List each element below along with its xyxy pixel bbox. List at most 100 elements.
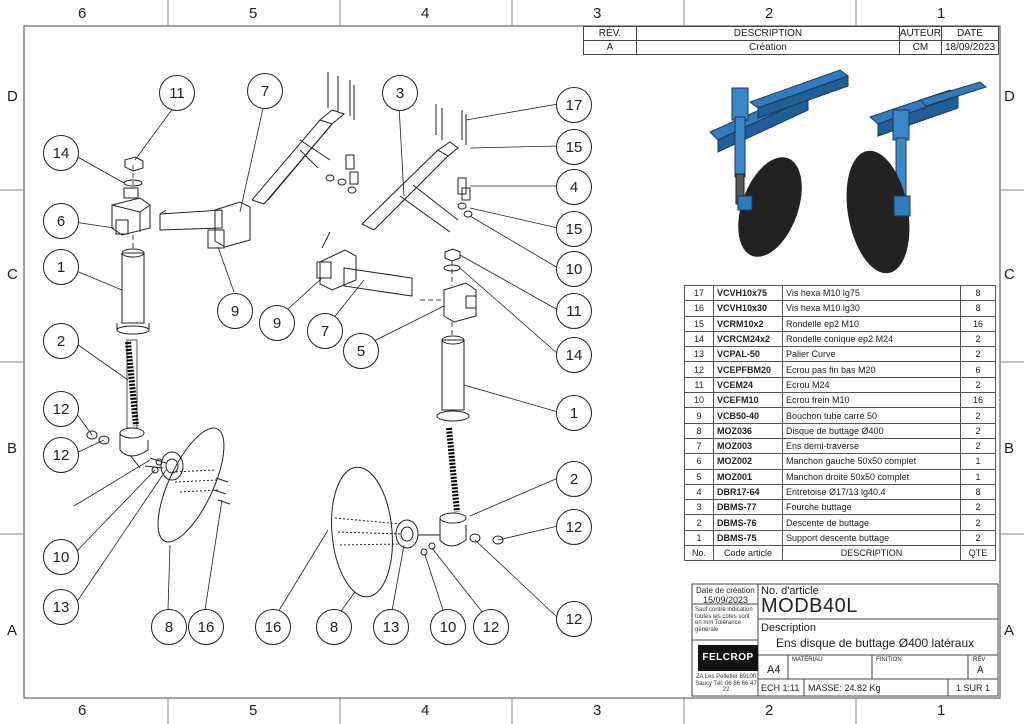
balloon-number: 15 [565, 138, 583, 156]
balloon-number: 13 [382, 618, 400, 636]
zone-col-label: 3 [593, 5, 602, 22]
rev-cell: CM [898, 40, 943, 55]
bom-header: QTE [960, 545, 996, 562]
rev-label: RÉV [973, 657, 986, 663]
item-balloon: 15 [556, 211, 592, 247]
scale: ECH 1:11 [761, 683, 800, 693]
balloon-number: 9 [272, 314, 282, 332]
sheet-number: 1 SUR 1 [956, 683, 991, 693]
zone-row-label: D [7, 88, 18, 105]
item-balloon: 1 [556, 395, 592, 431]
item-balloon: 12 [43, 391, 79, 427]
zone-col-label: 5 [249, 5, 258, 22]
balloon-number: 12 [482, 618, 500, 636]
zone-row-label: D [1004, 88, 1015, 105]
tolerance-note: Sauf contre indication toutes les cotes … [695, 607, 753, 633]
zone-row-label: A [7, 622, 18, 639]
item-balloon: 12 [556, 601, 592, 637]
item-balloon: 17 [556, 87, 592, 123]
zone-col-label: 1 [937, 702, 946, 719]
right-tube-1 [436, 335, 470, 422]
item-balloon: 8 [316, 609, 352, 645]
balloon-number: 3 [395, 84, 405, 102]
zone-row-label: A [1004, 622, 1015, 639]
item-balloon: 14 [43, 135, 79, 171]
left-arm-bolts [325, 72, 359, 194]
balloon-number: 13 [52, 598, 70, 616]
rev-cell: 18/09/2023 [941, 40, 999, 55]
right-bolts [334, 517, 401, 546]
item-balloon: 4 [556, 169, 592, 205]
right-traverse [316, 231, 413, 297]
balloon-number: 10 [52, 548, 70, 566]
left-small-nuts [86, 430, 163, 474]
left-traverse [159, 109, 346, 249]
zone-row-label: C [7, 266, 18, 283]
zone-row-label: C [1004, 266, 1015, 283]
right-arm-bolts [435, 104, 473, 218]
zone-row-label: B [7, 440, 18, 457]
item-balloon: 6 [43, 203, 79, 239]
item-balloon: 12 [43, 437, 79, 473]
zone-col-label: 5 [249, 702, 258, 719]
zone-col-label: 4 [421, 5, 430, 22]
item-balloon: 12 [556, 509, 592, 545]
zone-col-label: 4 [421, 702, 430, 719]
date-label: Date de création [696, 586, 755, 595]
zone-col-label: 1 [937, 5, 946, 22]
company-logo: FELCROP [698, 645, 758, 671]
balloon-number: 7 [320, 322, 330, 340]
item-balloon: 8 [151, 609, 187, 645]
balloon-number: 5 [356, 342, 366, 360]
balloon-number: 1 [56, 258, 66, 276]
logo-text: FELCROP [702, 652, 754, 663]
paper-format: A4 [767, 664, 781, 676]
item-balloon: 15 [556, 129, 592, 165]
item-balloon: 1 [43, 249, 79, 285]
material-label: MATÉRIAU [792, 657, 823, 663]
balloon-number: 4 [569, 178, 579, 196]
item-balloon: 11 [556, 293, 592, 329]
item-balloon: 7 [307, 313, 343, 349]
left-disc [157, 427, 225, 543]
item-balloon: 5 [343, 333, 379, 369]
left-tube-1 [116, 248, 150, 335]
company-address: ZA Les Pelletier 89100 Saucy Tél: 06 86 … [695, 674, 757, 693]
balloon-number: 8 [164, 618, 174, 636]
item-balloon: 3 [382, 75, 418, 111]
article-number: MODB40L [761, 595, 858, 617]
item-balloon: 7 [247, 73, 283, 109]
balloon-number: 11 [169, 84, 185, 102]
item-balloon: 13 [43, 589, 79, 625]
left-descente [119, 427, 149, 469]
zone-col-label: 2 [765, 702, 774, 719]
balloon-number: 11 [566, 302, 582, 320]
item-balloon: 16 [188, 609, 224, 645]
balloon-number: 8 [329, 618, 339, 636]
right-small-nuts [420, 533, 504, 556]
right-descente [439, 512, 467, 547]
balloon-number: 12 [565, 518, 583, 536]
item-balloon: 10 [430, 609, 466, 645]
item-balloon: 9 [217, 293, 253, 329]
zone-col-label: 2 [765, 5, 774, 22]
item-balloon: 9 [259, 305, 295, 341]
item-balloon: 16 [255, 609, 291, 645]
bom-qty: 2 [960, 346, 996, 363]
isometric-preview [709, 69, 988, 274]
zone-col-label: 6 [78, 5, 87, 22]
item-balloon: 2 [556, 461, 592, 497]
balloon-number: 12 [52, 446, 70, 464]
balloon-number: 14 [565, 346, 583, 364]
